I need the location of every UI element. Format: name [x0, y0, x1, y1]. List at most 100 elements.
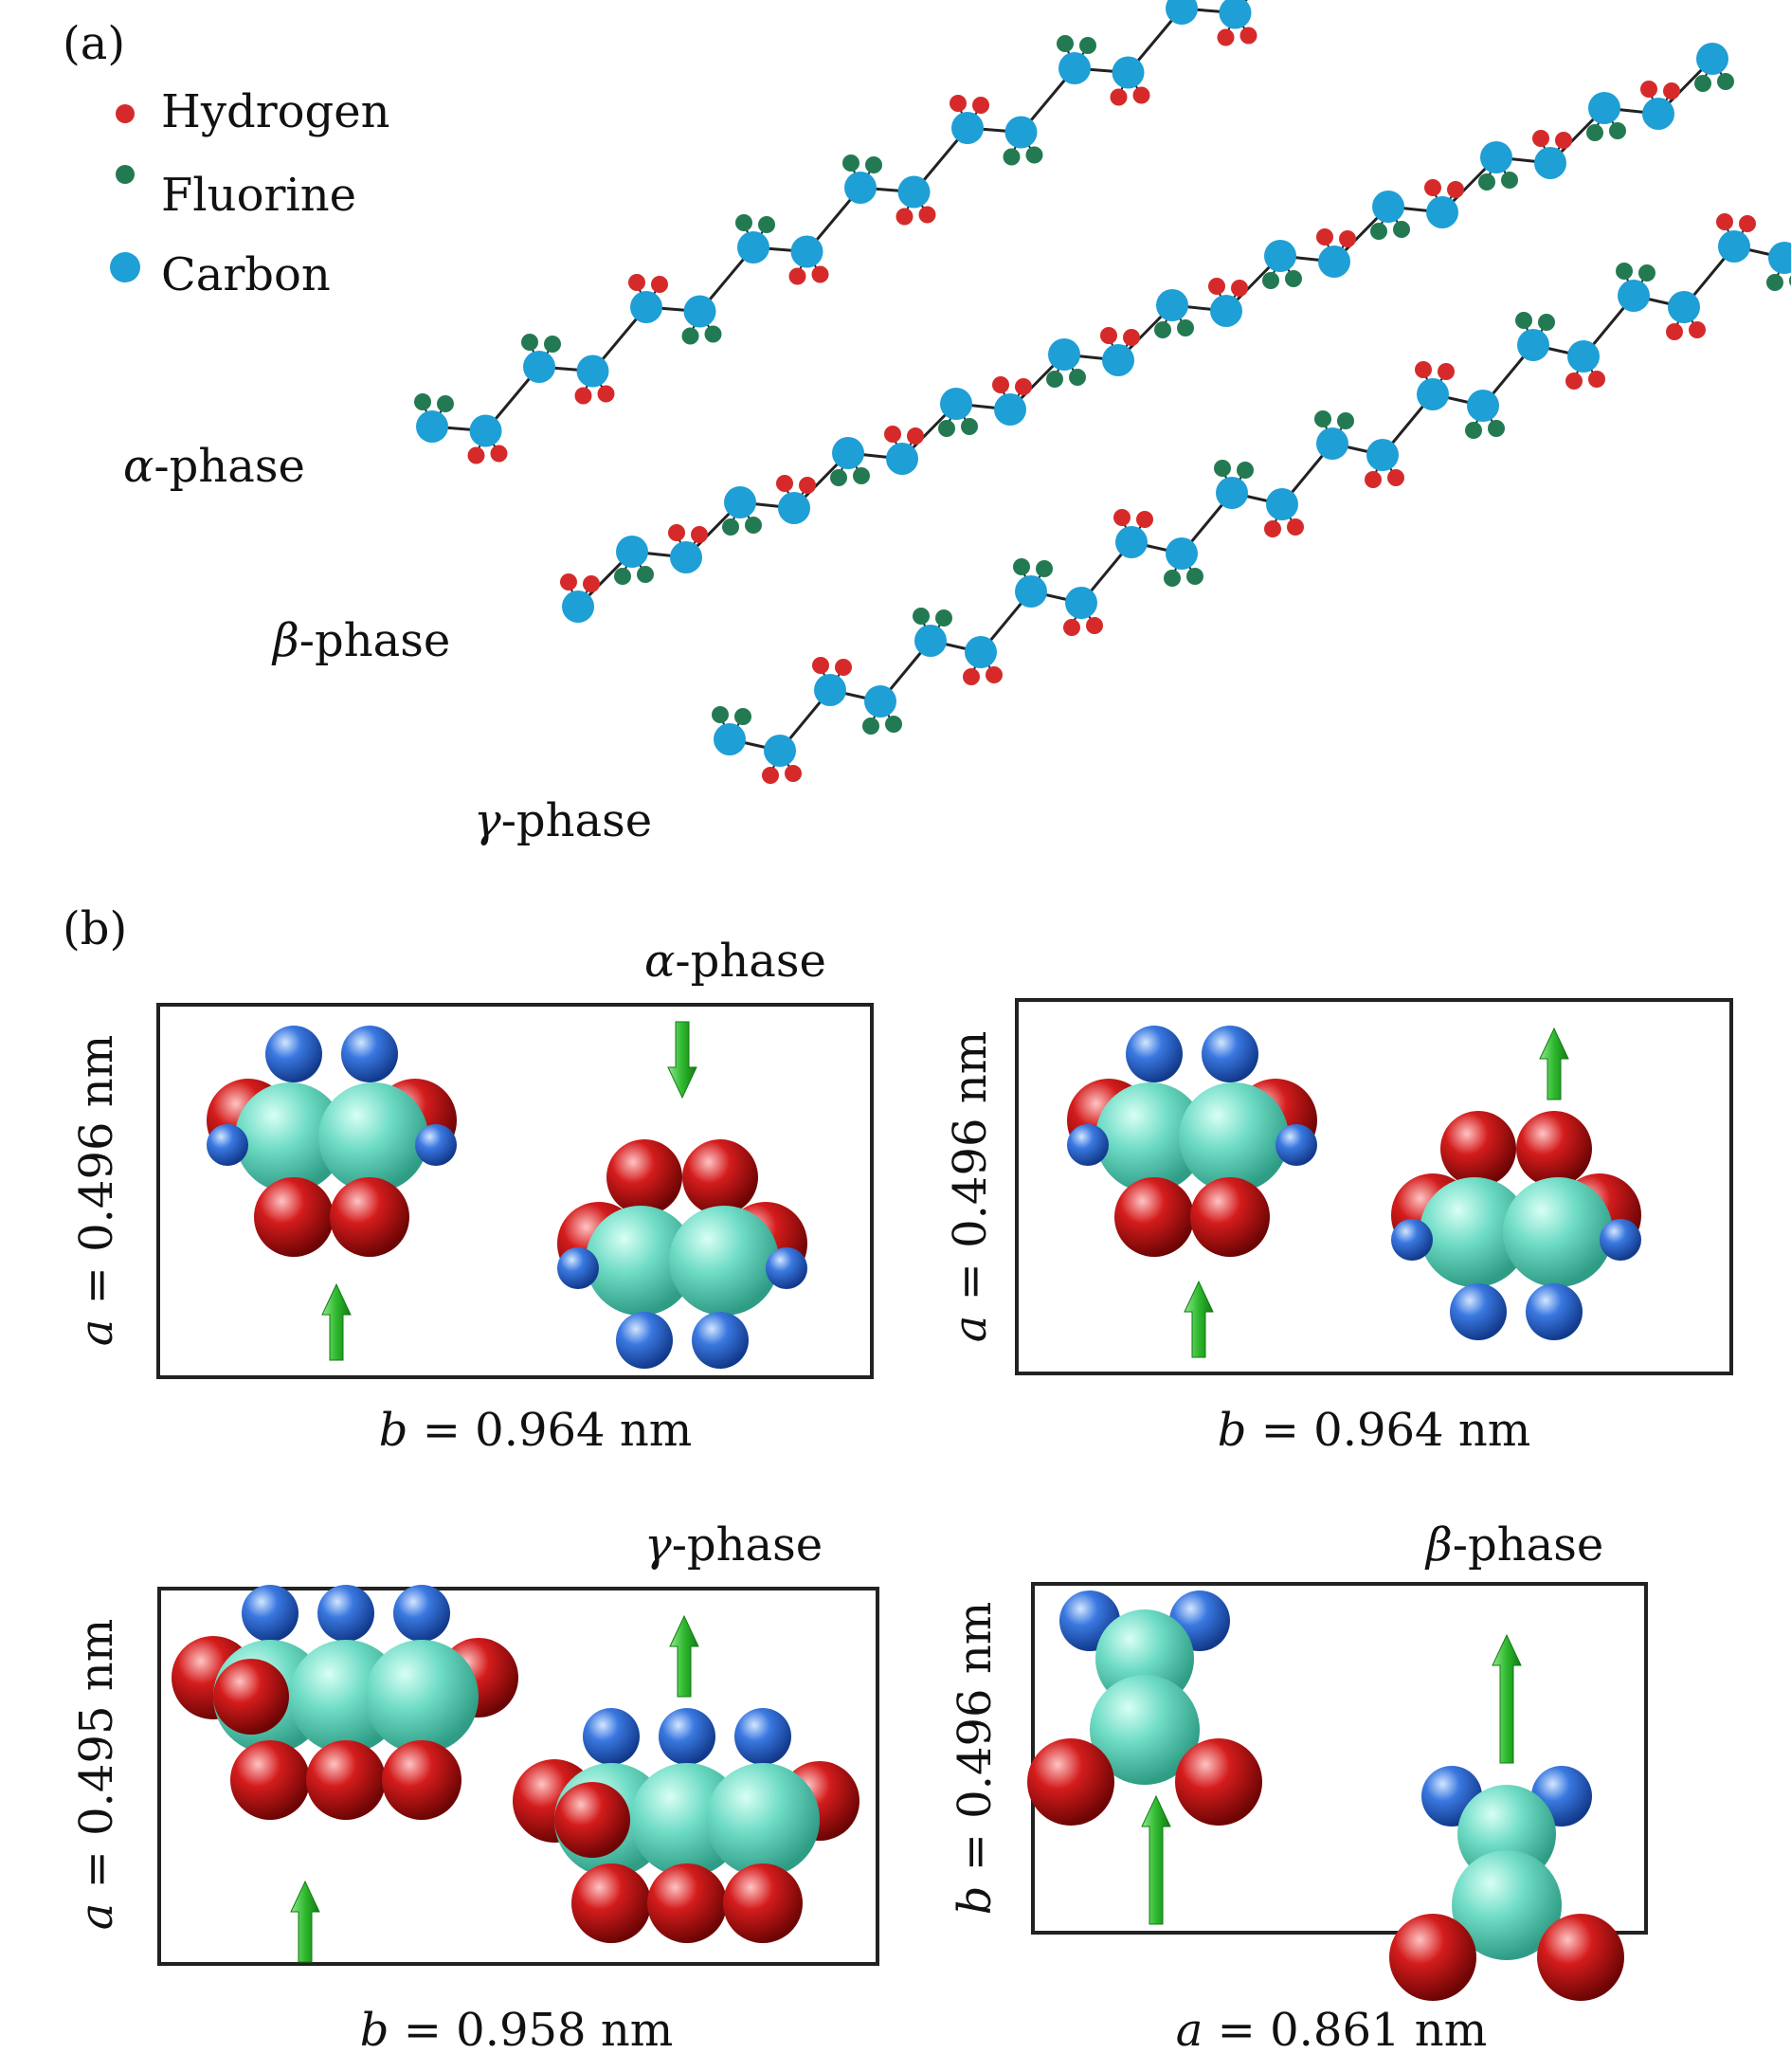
hydrogen-atom [785, 765, 802, 782]
fluorine-atom [961, 418, 978, 435]
dipole-arrow-down [667, 1021, 697, 1100]
gamma-chain-greek: γ [474, 794, 501, 847]
carbon-atom [790, 235, 823, 268]
hydrogen-atom [651, 276, 668, 293]
cell-4-title-greek: β [1424, 1518, 1453, 1572]
hydrogen-atom [811, 265, 829, 283]
hydrogen-atom [1100, 327, 1117, 344]
cell-3-bottom-dimension: b = 0.958 nm [360, 2004, 674, 2057]
unit-cell-2-frame [1015, 998, 1733, 1375]
carbon-atom [1567, 340, 1600, 373]
fluorine-atom [722, 518, 739, 536]
hydrogen-atom [1110, 88, 1128, 106]
carbon-atom [1452, 1850, 1562, 1960]
fluorine-atom [1177, 319, 1194, 336]
fluorine-atom [853, 467, 870, 484]
hydrogen-atom [734, 1708, 791, 1765]
fluorine-atom [723, 1863, 803, 1943]
hydrogen-atom [1086, 617, 1103, 634]
hydrogen-atom [692, 1312, 749, 1369]
cell-1-bottom-dimension: b = 0.964 nm [379, 1404, 693, 1457]
hydrogen-atom [918, 206, 936, 224]
hydrogen-atom [583, 575, 600, 592]
hydrogen-atom [616, 1312, 673, 1369]
unit-cell-2 [1067, 1026, 1641, 1358]
fluorine-atom [606, 1139, 682, 1215]
fluorine-atom [1046, 371, 1063, 388]
carbon-atom [469, 414, 502, 447]
hydrogen-atom [597, 385, 615, 403]
carbon-atom [1048, 338, 1080, 371]
fluorine-atom [1488, 420, 1505, 437]
hydrogen-atom [766, 1247, 807, 1289]
fluorine-atom [1190, 1177, 1270, 1257]
gamma-chain-label: γ-phase [474, 794, 652, 847]
unit-cell-3 [172, 1585, 859, 1963]
hydrogen-atom [1239, 27, 1257, 45]
fluorine-atom [1164, 570, 1181, 587]
alpha-chain-label: α-phase [123, 440, 305, 493]
hydrogen-atom [1391, 1219, 1433, 1261]
fluorine-atom [414, 393, 431, 410]
fluorine-atom [1609, 122, 1626, 139]
unit-cell-4-frame [1031, 1582, 1648, 1935]
carbon-atom [844, 172, 877, 204]
fluorine-atom [1370, 223, 1387, 240]
hydrogen-atom [317, 1585, 374, 1642]
legend: Hydrogen Fluorine Carbon [110, 85, 390, 301]
carbon-atom [764, 735, 796, 767]
fluorine-atom [1538, 314, 1555, 331]
hydrogen-atom [1739, 215, 1756, 232]
hydrogen-legend-marker [116, 104, 135, 123]
carbon-atom [940, 388, 972, 420]
carbon-atom [1366, 439, 1399, 471]
carbon-atom [630, 291, 662, 323]
carbon-atom [586, 1206, 696, 1316]
carbon-atom [1718, 230, 1750, 263]
carbon-atom [523, 351, 555, 383]
fluorine-atom [735, 214, 752, 231]
carbon-atom [1112, 56, 1145, 89]
unit-cell-1-frame [156, 1003, 874, 1379]
dipole-arrow-up [669, 1614, 699, 1698]
fluorine-atom [745, 517, 762, 534]
cell-3-title-greek: γ [644, 1518, 672, 1572]
carbon-atom [1095, 1082, 1205, 1192]
hydrogen-atom [415, 1124, 457, 1166]
fluorine-atom [647, 1863, 727, 1943]
fluorine-atom [1638, 264, 1655, 282]
hydrogen-atom [1264, 520, 1281, 537]
fluorine-atom [1069, 369, 1086, 386]
carbon-atom [1004, 116, 1038, 149]
cell-4-bottom-value: = 0.861 nm [1203, 2004, 1487, 2057]
fluorine-atom [938, 420, 955, 437]
fluorine-atom [1154, 321, 1171, 338]
carbon-atom [416, 410, 448, 443]
fluorine-atom [614, 568, 631, 585]
dipole-arrow-up [1184, 1280, 1214, 1358]
fluorine-atom [704, 325, 722, 343]
hydrogen-atom [812, 657, 829, 674]
hydrogen-atom [1450, 1283, 1507, 1340]
hydrogen-atom [1063, 619, 1080, 636]
hydrogen-atom [762, 767, 779, 784]
cell-4-title-suffix: -phase [1453, 1518, 1604, 1572]
cell-1-side-value: = 0.496 nm [70, 1035, 123, 1319]
fluorine-atom [571, 1863, 651, 1943]
carbon-atom [1480, 141, 1512, 173]
dipole-arrow-up [1492, 1633, 1522, 1764]
hydrogen-atom [907, 427, 924, 445]
hydrogen-atom [1532, 130, 1549, 147]
carbon-atom [1417, 378, 1449, 410]
hydrogen-atom [1663, 82, 1680, 100]
hydrogen-atom [799, 477, 816, 494]
fluorine-atom [330, 1177, 409, 1257]
fluorine-atom [712, 706, 729, 723]
carbon-legend-marker [110, 252, 140, 282]
hydrogen-atom [835, 659, 852, 676]
panel-b-label: (b) [63, 902, 127, 955]
fluorine-atom [1465, 422, 1482, 439]
carbon-atom [1768, 242, 1791, 274]
carbon-atom [1420, 1177, 1529, 1287]
unit-cell-1 [207, 1021, 807, 1369]
